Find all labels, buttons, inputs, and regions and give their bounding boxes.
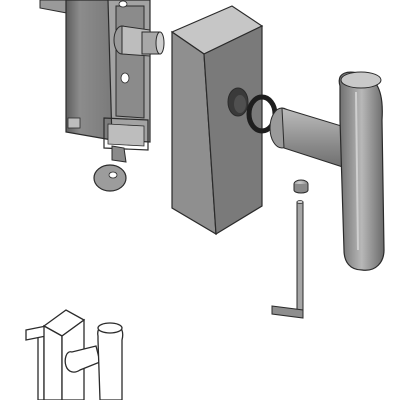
lock-body	[39, 0, 165, 151]
key	[93, 145, 127, 192]
grub-screw	[293, 179, 309, 194]
allen-key	[271, 200, 304, 319]
assembled-view-sketch	[25, 309, 124, 400]
t-handle	[269, 71, 385, 271]
cylinder-block	[170, 5, 264, 236]
